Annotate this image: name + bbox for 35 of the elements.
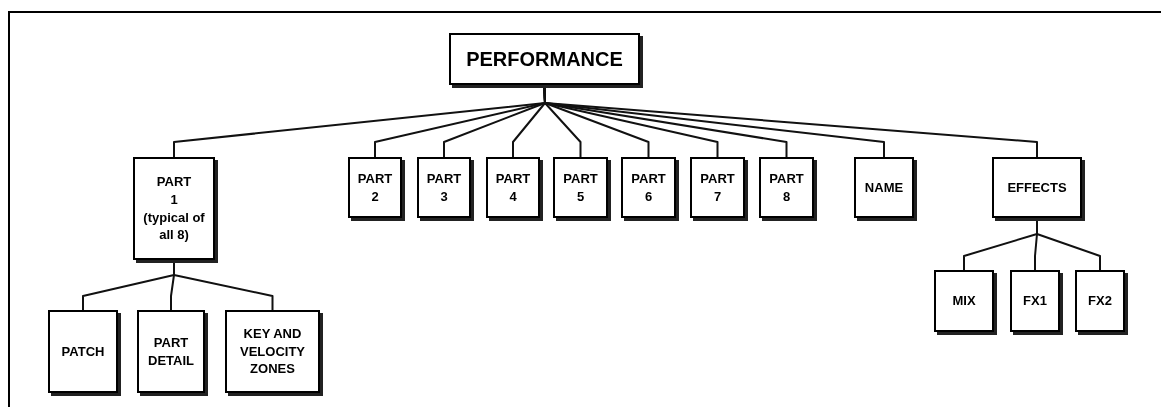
box-label: FX2 [1088,292,1112,310]
hierarchy-box [553,157,608,218]
hierarchy-box [934,270,994,332]
box-label: PART 6 [630,169,667,206]
box-label: PART 7 [699,169,736,206]
box-label: KEY AND VELOCITY ZONES [239,325,306,378]
hierarchy-box [759,157,814,218]
box-label: FX1 [1023,292,1047,310]
hierarchy-box [621,157,676,218]
hierarchy-box [449,33,640,85]
hierarchy-box [690,157,745,218]
box-label: PART 1 [155,173,193,209]
box-label: PERFORMANCE [466,46,623,72]
hierarchy-box [486,157,540,218]
hierarchy-box [137,310,205,393]
box-label: PART DETAIL [147,333,195,370]
box-label: NAME [864,178,904,197]
hierarchy-box [417,157,471,218]
hierarchy-box [133,157,215,260]
box-label: PART 5 [562,169,599,206]
box-label: MIX [952,292,976,310]
hierarchy-box [1010,270,1060,332]
box-label: PART 8 [768,169,805,206]
box-label: PART 3 [425,169,463,206]
hierarchy-box [1075,270,1125,332]
hierarchy-box [854,157,914,218]
hierarchy-box [348,157,402,218]
hierarchy-box [48,310,118,393]
box-label: (typical of all 8) [142,208,206,244]
box-label: PATCH [61,342,105,361]
box-label: PART 4 [494,169,532,206]
hierarchy-box [225,310,320,393]
box-label: EFFECTS [1007,178,1067,197]
box-label: PART 2 [356,169,394,206]
hierarchy-box [992,157,1082,218]
